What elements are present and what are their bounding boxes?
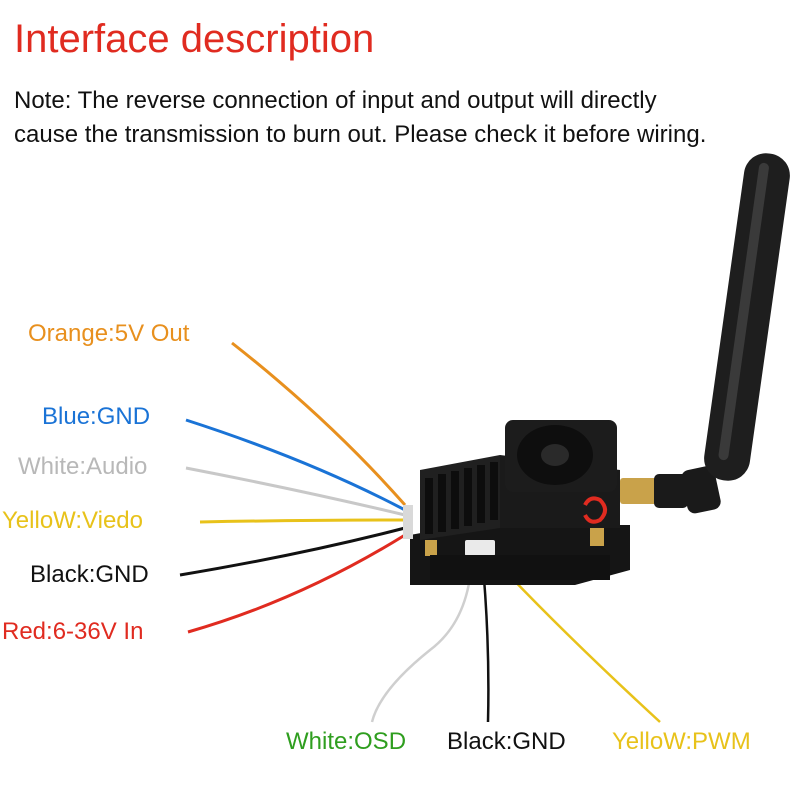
- label-red-6-36v-in: Red:6-36V In: [2, 618, 143, 646]
- label-black-gnd: Black:GND: [30, 561, 149, 589]
- label-white-audio: White:Audio: [18, 453, 147, 481]
- label-yellow-pwm: YelloW:PWM: [612, 728, 751, 756]
- wire-white-osd: [370, 554, 474, 723]
- label-red-6-36v-in-text: Red:6-36V In: [2, 618, 144, 645]
- label-orange-5v-out: Orange:5V Out: [28, 320, 189, 348]
- label-black-gnd-bottom: Black:GND: [447, 728, 566, 756]
- wire-white-audio: [185, 466, 406, 517]
- video-transmitter-module: [403, 420, 630, 585]
- antenna: [620, 153, 790, 514]
- label-yellow-video: YelloW:Viedo: [2, 507, 143, 535]
- label-black-gnd-bottom-text: Black:GND: [447, 728, 566, 755]
- label-orange-5v-out-text: Orange:5V Out: [28, 320, 190, 347]
- label-yellow-video-text: YelloW:Viedo: [2, 507, 143, 534]
- left-wire-lines: [179, 341, 407, 634]
- bottom-connector: [465, 540, 495, 556]
- wire-black-gnd: [179, 526, 406, 577]
- wire-blue-gnd: [185, 418, 406, 512]
- side-connector: [403, 505, 413, 539]
- page-title: Interface description: [14, 17, 375, 61]
- wire-yellow-video: [199, 518, 406, 524]
- label-blue-gnd: Blue:GND: [42, 403, 150, 431]
- label-white-osd-text: White:OSD: [286, 728, 407, 755]
- wire-orange-5v-out: [231, 341, 407, 506]
- label-yellow-pwm-text: YelloW:PWM: [612, 728, 751, 755]
- wiring-note: Note: The reverse connection of input an…: [14, 84, 706, 152]
- label-blue-gnd-text: Blue:GND: [42, 403, 151, 430]
- wire-red-in: [187, 533, 406, 634]
- label-white-osd: White:OSD: [286, 728, 406, 756]
- note-line-2: cause the transmission to burn out. Plea…: [14, 121, 707, 148]
- label-white-audio-text: White:Audio: [18, 453, 148, 480]
- note-line-1: Note: The reverse connection of input an…: [14, 87, 657, 114]
- label-black-gnd-text: Black:GND: [30, 561, 149, 588]
